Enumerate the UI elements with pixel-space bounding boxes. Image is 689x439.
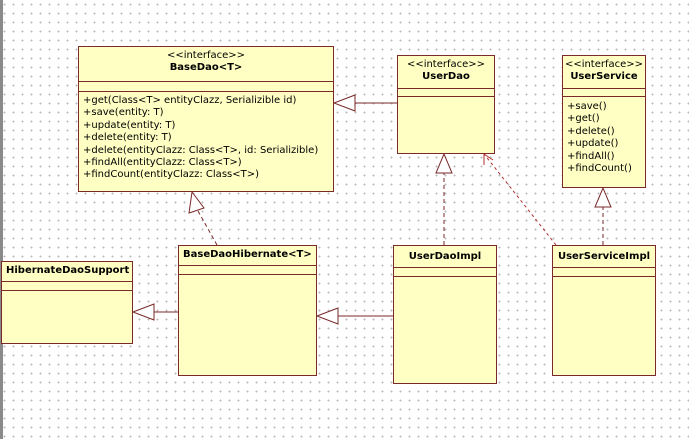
divider (563, 96, 645, 97)
realization-basedaohibernate-basedao (188, 190, 218, 246)
class-hibernate-dao-support[interactable]: HibernateDaoSupport (1, 261, 133, 344)
generalization-userdaoimpl-basedaohibernate (315, 307, 393, 325)
left-edge-line (0, 0, 3, 439)
class-base-dao-hibernate[interactable]: BaseDaoHibernate<T> (178, 245, 317, 376)
stereotype-label: <<interface>> (166, 50, 246, 61)
class-name: BaseDao<T> (169, 62, 243, 73)
operation: +findCount() (567, 163, 632, 175)
operation: +update(entity: T) (83, 119, 176, 131)
operation: +findAll() (567, 150, 615, 162)
class-user-service-impl[interactable]: UserServiceImpl (552, 245, 656, 376)
divider (79, 91, 333, 92)
divider (394, 267, 496, 268)
class-user-dao[interactable]: <<interface>> UserDao (397, 55, 495, 154)
class-user-dao-impl[interactable]: UserDaoImpl (393, 245, 497, 384)
operation: +delete(entity: T) (83, 132, 172, 144)
class-name: UserDao (422, 71, 470, 82)
generalization-basedaohibernate-hibernatedaosupport (131, 303, 178, 321)
divider (2, 281, 132, 282)
divider (2, 290, 132, 291)
operations-list: +save() +get() +delete() +update() +find… (567, 101, 643, 175)
divider (553, 276, 655, 277)
stereotype-label: <<interface>> (564, 59, 644, 70)
operation: +update() (567, 138, 619, 150)
operation: +save() (567, 101, 607, 112)
operation: +get() (567, 113, 600, 125)
divider (79, 81, 333, 82)
operation: +findCount(entityClazz: Class<T>) (83, 169, 260, 181)
generalization-userdao-basedao (332, 94, 397, 112)
operation: +delete() (567, 125, 615, 137)
divider (398, 88, 494, 89)
operations-list: +get(Class<T> entityClazz, Serializible … (83, 95, 331, 182)
operation: +delete(entityClazz: Class<T>, id: Seria… (83, 144, 319, 156)
divider (563, 88, 645, 89)
operation: +get(Class<T> entityClazz, Serializible … (83, 95, 297, 106)
class-name: HibernateDaoSupport (6, 265, 130, 276)
class-name: UserServiceImpl (557, 251, 651, 262)
realization-userserviceimpl-userservice (594, 186, 612, 245)
class-name: UserDaoImpl (408, 251, 482, 262)
divider (179, 265, 316, 266)
realization-userdaoimpl-userdao (435, 152, 453, 245)
class-name: BaseDaoHibernate<T> (183, 249, 312, 260)
stereotype-label: <<interface>> (406, 59, 486, 70)
divider (553, 267, 655, 268)
divider (394, 276, 496, 277)
dependency-userserviceimpl-userdao (483, 153, 557, 246)
class-user-service[interactable]: <<interface>> UserService +save() +get()… (562, 55, 646, 188)
operation: +save(entity: T) (83, 107, 164, 119)
class-base-dao[interactable]: <<interface>> BaseDao<T> +get(Class<T> e… (78, 46, 334, 192)
operation: +findAll(entityClazz: Class<T>) (83, 157, 242, 169)
class-name: UserService (570, 71, 638, 82)
divider (179, 274, 316, 275)
divider (398, 96, 494, 97)
